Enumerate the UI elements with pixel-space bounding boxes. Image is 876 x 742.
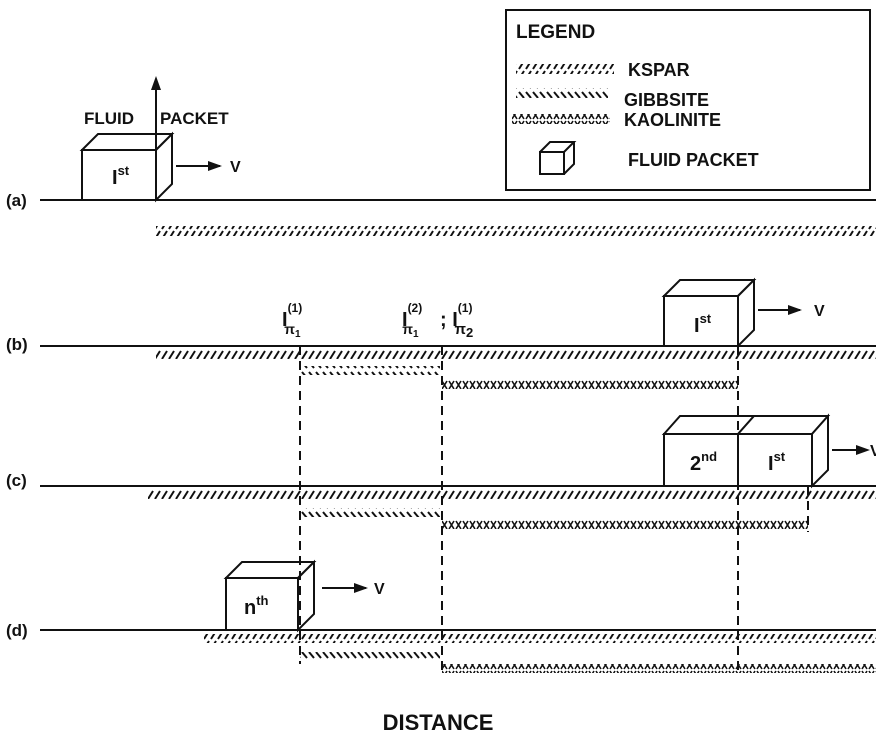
panel-a-velocity-arrowhead [208, 161, 222, 171]
x-axis-label: DISTANCE [383, 710, 494, 735]
panel-d-label: (d) [6, 621, 28, 640]
panel-b-label: (b) [6, 335, 28, 354]
panel-a-packet-text: PACKET [160, 109, 229, 128]
panel-b: (b) Ist V I(1)π1 I(2)π1 ; I(1)π2 [6, 280, 876, 389]
legend-kspar-swatch [516, 64, 614, 74]
panel-a-velocity-label: V [230, 159, 241, 176]
legend-kaolinite-label: KAOLINITE [624, 110, 721, 130]
panel-d-velocity-arrowhead [354, 583, 368, 593]
panel-b-velocity-arrowhead [788, 305, 802, 315]
front-1-label: I(1)π1 [282, 301, 302, 340]
panel-c-kaolinite-layer [442, 520, 808, 529]
legend-fluid-packet-label: FLUID PACKET [628, 150, 759, 170]
panel-d-gibbsite-layer [300, 652, 440, 661]
panel-b-gibbsite-layer [300, 366, 440, 375]
front-2-label: I(2)π1 [402, 301, 422, 340]
panel-b-velocity-label: V [814, 303, 825, 320]
panel-a-fluid-text: FLUID [84, 109, 134, 128]
panel-d-velocity-label: V [374, 581, 385, 598]
panel-c-kspar-layer [148, 490, 876, 499]
panel-b-kspar-layer [156, 350, 876, 359]
legend-gibbsite-label: GIBBSITE [624, 90, 709, 110]
panel-a-up-arrowhead [151, 76, 161, 90]
panel-c-gibbsite-layer [300, 508, 440, 517]
panel-c-velocity-label: V [870, 443, 876, 460]
panel-a-label: (a) [6, 191, 27, 210]
legend: LEGEND KSPAR GIBBSITE KAOLINITE FLUID PA… [506, 10, 870, 190]
fluid-packet-icon [540, 142, 574, 174]
front-3-label: ; I(1)π2 [440, 301, 473, 340]
panel-a-kspar-layer [156, 226, 876, 236]
panel-d-kspar-layer [204, 634, 876, 643]
legend-gibbsite-swatch [516, 88, 608, 98]
panel-b-kaolinite-layer [442, 380, 738, 389]
panel-c-label: (c) [6, 471, 27, 490]
panel-c-velocity-arrowhead [856, 445, 870, 455]
legend-kaolinite-swatch [512, 114, 610, 124]
legend-title: LEGEND [516, 22, 595, 43]
panel-d-kaolinite-layer [442, 664, 876, 673]
legend-kspar-label: KSPAR [628, 60, 690, 80]
